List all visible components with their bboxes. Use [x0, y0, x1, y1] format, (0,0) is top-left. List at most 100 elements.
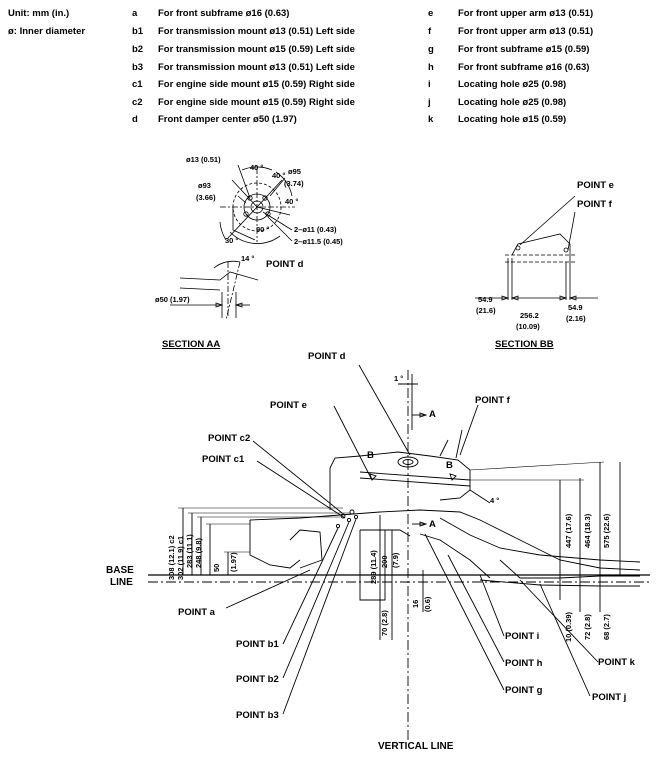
- angle-40-lower: 40 °: [285, 197, 299, 206]
- dim-200-in: (7.9): [391, 552, 400, 568]
- legend-code: c1: [132, 79, 143, 90]
- dim-d50: ø50 (1.97): [155, 295, 190, 304]
- angle-14: 14 °: [241, 254, 255, 263]
- dim-50-in: (1.97): [229, 552, 238, 572]
- bb-point-e-label: POINT e: [577, 180, 614, 191]
- section-marker-a-bottom: A: [429, 519, 436, 530]
- section-aa-flange: [219, 164, 295, 244]
- angle-40-right: 40 °: [272, 171, 286, 180]
- legend-code: d: [132, 114, 138, 125]
- dim-d95-in: (3.74): [284, 179, 304, 188]
- legend-code: e: [428, 8, 434, 19]
- section-marker-b-left: B: [367, 450, 374, 461]
- angle-1: 1 °: [394, 374, 404, 383]
- legend-text: For front upper arm ø13 (0.51): [458, 26, 594, 37]
- legend-text: Front damper center ø50 (1.97): [158, 114, 297, 125]
- dim-2-d11: 2–ø11 (0.43): [294, 225, 337, 234]
- legend-text: For front subframe ø16 (0.63): [458, 62, 590, 73]
- dim-575: 575 (22.6): [602, 513, 611, 548]
- aa-point-d-label: POINT d: [266, 259, 304, 270]
- angle-90: 90 °: [256, 225, 270, 234]
- legend-text: For engine side mount ø15 (0.59) Right s…: [158, 79, 355, 90]
- dim-2-d11-5: 2–ø11.5 (0.45): [294, 237, 343, 246]
- dim-200: 200: [380, 555, 389, 568]
- dim-right-in: (2.16): [566, 314, 586, 323]
- section-bb-drawing: [475, 195, 598, 301]
- legend-code: a: [132, 8, 138, 19]
- dim-447: 447 (17.6): [564, 513, 573, 548]
- legend-text: For front subframe ø15 (0.59): [458, 44, 590, 55]
- legend-text: Locating hole ø15 (0.59): [458, 114, 567, 125]
- angle-4: 4 °: [490, 496, 500, 505]
- legend-code: i: [428, 79, 431, 90]
- legend-text: For transmission mount ø13 (0.51) Left s…: [158, 62, 355, 73]
- main-point-e-label: POINT e: [270, 400, 307, 411]
- legend-code: b3: [132, 62, 144, 73]
- dim-70: 70 (2.8): [380, 610, 389, 636]
- dim-16: 16: [411, 599, 420, 608]
- legend-code: h: [428, 62, 434, 73]
- main-point-f-label: POINT f: [475, 395, 510, 406]
- main-point-c2-label: POINT c2: [208, 433, 251, 444]
- angle-30: 30 °: [225, 236, 239, 245]
- dim-289: 289 (11.4): [369, 550, 378, 584]
- dim-72: 72 (2.8): [583, 614, 592, 640]
- legend-code: b1: [132, 26, 144, 37]
- section-marker-b-right: B: [446, 460, 453, 471]
- main-point-g-label: POINT g: [505, 685, 543, 696]
- main-point-i-label: POINT i: [505, 631, 540, 642]
- main-point-d-label: POINT d: [308, 351, 346, 362]
- unit-note: Unit: mm (in.): [8, 8, 70, 19]
- legend-code: f: [428, 26, 432, 37]
- legend-code: g: [428, 44, 434, 55]
- legend-text: Locating hole ø25 (0.98): [458, 79, 567, 90]
- main-point-b3-label: POINT b3: [236, 710, 279, 721]
- dim-283: 283 (11.1): [185, 534, 194, 568]
- section-marker-a-top: A: [429, 409, 436, 420]
- dim-464: 464 (18.3): [583, 513, 592, 548]
- main-view-drawing: [148, 364, 650, 740]
- base-line-label-2: LINE: [110, 577, 133, 588]
- legend-text: For front subframe ø16 (0.63): [158, 8, 290, 19]
- legend-text: Locating hole ø25 (0.98): [458, 97, 567, 108]
- dim-16-in: (0.6): [423, 596, 432, 612]
- main-point-b2-label: POINT b2: [236, 674, 279, 685]
- bb-point-f-label: POINT f: [577, 199, 612, 210]
- legend-code: k: [428, 114, 434, 125]
- dim-68: 68 (2.7): [602, 614, 611, 640]
- legend-code: j: [428, 97, 431, 108]
- main-point-c1-label: POINT c1: [202, 454, 245, 465]
- legend-text: For transmission mount ø13 (0.51) Left s…: [158, 26, 355, 37]
- section-aa-title: SECTION AA: [162, 339, 221, 350]
- base-line-label-1: BASE: [106, 565, 134, 576]
- dim-mid-in: (10.09): [516, 322, 540, 331]
- dim-right: 54.9: [568, 303, 583, 312]
- main-point-b1-label: POINT b1: [236, 639, 279, 650]
- legend-text: For transmission mount ø15 (0.59) Left s…: [158, 44, 355, 55]
- dim-248: 248 (9.8): [194, 537, 203, 568]
- dim-left-in: (21.6): [476, 306, 496, 315]
- dim-mid: 256.2: [520, 311, 539, 320]
- dim-d93-in: (3.66): [196, 193, 216, 202]
- section-aa-damper: [170, 260, 259, 321]
- section-bb-title: SECTION BB: [495, 339, 554, 350]
- diameter-note: ø: Inner diameter: [8, 26, 86, 37]
- dim-d93: ø93: [198, 181, 211, 190]
- dim-d13: ø13 (0.51): [186, 155, 221, 164]
- dim-d95: ø95: [288, 167, 301, 176]
- vertical-line-label: VERTICAL LINE: [378, 741, 454, 752]
- legend-text: For front upper arm ø13 (0.51): [458, 8, 594, 19]
- main-point-j-label: POINT j: [592, 692, 627, 703]
- dim-50: 50: [212, 563, 221, 572]
- dim-10: 10 (0.39): [564, 611, 573, 642]
- angle-40-top: 40 °: [250, 163, 264, 172]
- legend-code: b2: [132, 44, 144, 55]
- dim-302: 302 (11.9) c1: [176, 535, 185, 580]
- main-point-h-label: POINT h: [505, 658, 543, 669]
- dim-left: 54.9: [478, 295, 493, 304]
- dim-308: 308 (12.1) c2: [167, 535, 176, 580]
- main-point-a-label: POINT a: [178, 607, 215, 618]
- main-point-k-label: POINT k: [598, 657, 635, 668]
- legend-text: For engine side mount ø15 (0.59) Right s…: [158, 97, 355, 108]
